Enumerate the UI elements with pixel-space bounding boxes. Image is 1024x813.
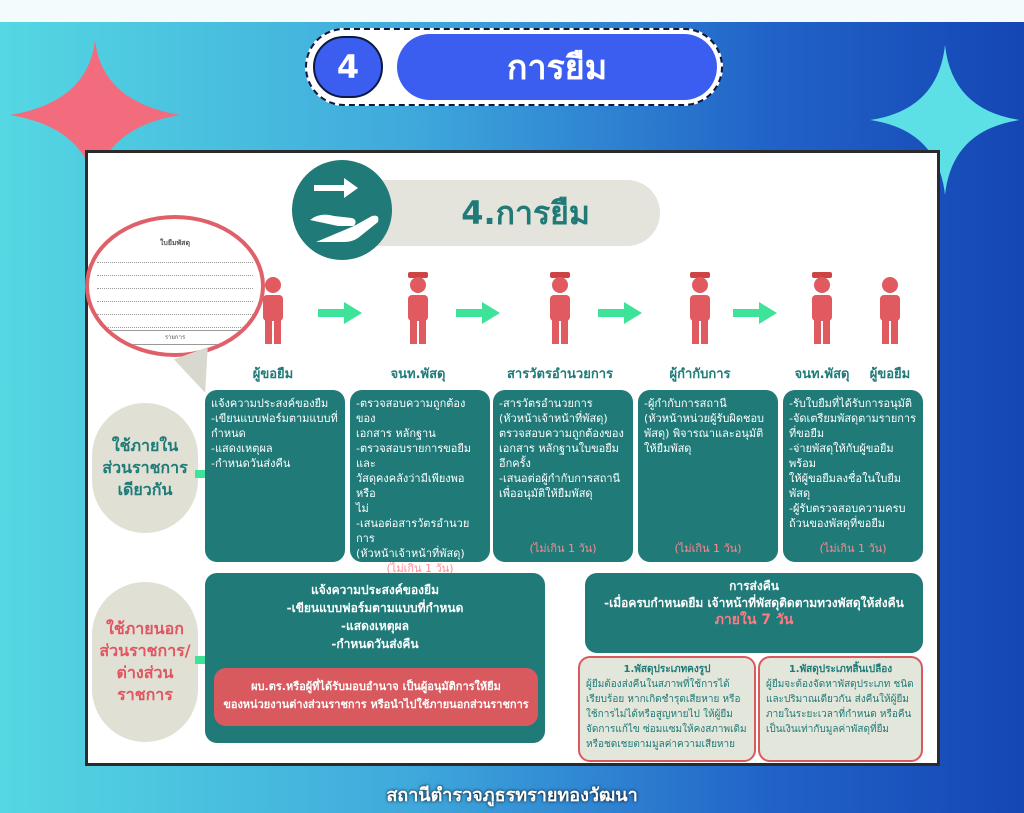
internal-step: -สารวัตรอำนวยการ (หัวหน้าเจ้าหน้าที่พัสด… — [493, 390, 633, 562]
internal-step: -รับใบยืมที่ได้รับการอนุมัติ -จัดเตรียมพ… — [783, 390, 923, 562]
form-title: ใบยืมพัสดุ — [159, 239, 190, 247]
external-text: แจ้งความประสงค์ของยืม -เขียนแบบฟอร์มตามแ… — [286, 583, 464, 651]
internal-step: -ผู้กำกับการสถานี (หัวหน้าหน่วยผู้รับผิด… — [638, 390, 778, 562]
step-duration: (ไม่เกิน 1 วัน) — [529, 542, 597, 555]
return-type-consumable: 1.พัสดุประเภทสิ้นเปลือง ผู้ยืมจะต้องจัดห… — [758, 656, 923, 762]
person-icon — [408, 272, 428, 344]
page-title: การยืม — [397, 34, 717, 100]
person-icon — [880, 277, 900, 344]
arrow-right-icon — [733, 302, 777, 324]
return-deadline: ภายใน 7 วัน — [714, 612, 794, 628]
role-label: ผู้ขอยืม — [869, 367, 911, 382]
form-column: รายการ — [107, 330, 243, 345]
arrow-right-icon — [456, 302, 500, 324]
step-number: 4 — [313, 36, 383, 98]
connector — [195, 656, 207, 664]
internal-label: ใช้ภายใน ส่วนราชการ เดียวกัน — [92, 403, 198, 533]
section-header: 4.การยืม — [340, 180, 660, 246]
return-type-durable: 1.พัสดุประเภทคงรูป ผู้ยืมต้องส่งคืนในสภา… — [578, 656, 756, 762]
cyan-star-icon — [870, 45, 1020, 195]
step-text: -ตรวจสอบความถูกต้องของ เอกสาร หลักฐาน -ต… — [356, 397, 472, 560]
person-icon — [690, 272, 710, 344]
role-label: ผู้กำกับการ — [669, 367, 731, 382]
connector — [195, 470, 207, 478]
type-title: 1.พัสดุประเภทสิ้นเปลือง — [788, 664, 893, 675]
footer-station-name: สถานีตำรวจภูธรทรายทองวัฒนา — [386, 785, 638, 806]
return-box: การส่งคืน -เมื่อครบกำหนดยืม เจ้าหน้าที่พ… — [585, 573, 923, 653]
step-duration: (ไม่เกิน 1 วัน) — [386, 562, 454, 575]
borrow-form-magnifier: ใบยืมพัสดุ รายการ — [85, 215, 265, 357]
role-label: จนท.พัสดุ — [794, 367, 850, 382]
step-text: -สารวัตรอำนวยการ (หัวหน้าเจ้าหน้าที่พัสด… — [499, 397, 624, 500]
arrow-right-icon — [318, 302, 362, 324]
internal-step: -ตรวจสอบความถูกต้องของ เอกสาร หลักฐาน -ต… — [350, 390, 490, 575]
step-duration: (ไม่เกิน 1 วัน) — [819, 542, 887, 555]
arrow-right-icon — [598, 302, 642, 324]
step-text: -รับใบยืมที่ได้รับการอนุมัติ -จัดเตรียมพ… — [789, 397, 917, 530]
approval-note: ผบ.ตร.หรือผู้ที่ได้รับมอบอำนาจ เป็นผู้อน… — [214, 668, 538, 726]
type-text: ผู้ยืมจะต้องจัดหาพัสดุประเภท ชนิด และปริ… — [766, 679, 914, 735]
return-title: การส่งคืน — [729, 579, 779, 593]
person-icon — [263, 277, 283, 344]
role-label: จนท.พัสดุ — [390, 367, 446, 382]
top-band — [0, 0, 1024, 22]
external-label: ใช้ภายนอก ส่วนราชการ/ ต่างส่วน ราชการ — [92, 582, 198, 742]
step-text: แจ้งความประสงค์ของยืม -เขียนแบบฟอร์มตามแ… — [211, 397, 338, 470]
title-pill: 4 การยืม — [305, 28, 723, 106]
pink-star-icon — [10, 40, 180, 190]
person-icon — [550, 272, 570, 344]
step-duration: (ไม่เกิน 1 วัน) — [674, 542, 742, 555]
return-text: -เมื่อครบกำหนดยืม เจ้าหน้าที่พัสดุติดตาม… — [604, 596, 904, 610]
internal-step: แจ้งความประสงค์ของยืม -เขียนแบบฟอร์มตามแ… — [205, 390, 345, 562]
step-text: -ผู้กำกับการสถานี (หัวหน้าหน่วยผู้รับผิด… — [644, 397, 765, 455]
person-icon — [812, 272, 832, 344]
role-label: ผู้ขอยืม — [252, 367, 294, 382]
role-label: สารวัตรอำนวยการ — [506, 367, 614, 382]
type-title: 1.พัสดุประเภทคงรูป — [623, 664, 711, 675]
hand-arrow-icon — [292, 160, 392, 260]
type-text: ผู้ยืมต้องส่งคืนในสภาพที่ใช้การได้ เรียบ… — [586, 679, 747, 750]
